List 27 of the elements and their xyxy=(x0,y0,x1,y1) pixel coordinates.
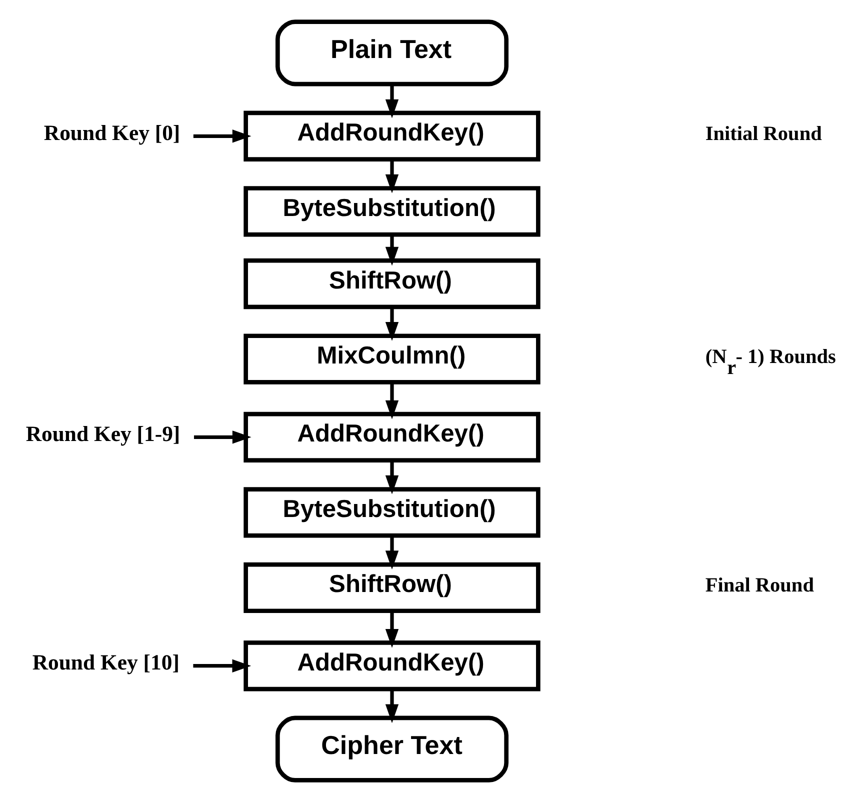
node-text: Round Key [1-9] xyxy=(26,422,180,446)
arrow xyxy=(385,159,399,194)
node-text: Round Key [0] xyxy=(44,120,180,145)
node-box: ShiftRow() xyxy=(244,562,540,614)
node-box: ShiftRow() xyxy=(244,258,540,310)
node-box: MixCoulmn() xyxy=(244,334,540,384)
node-box: Plain Text xyxy=(276,20,509,86)
node-box: ByteSubstitution() xyxy=(244,186,540,237)
arrow xyxy=(385,689,399,724)
arrow xyxy=(193,130,252,143)
node-text: Round Key [10] xyxy=(32,650,180,674)
node-box: ByteSubstitution() xyxy=(244,487,540,538)
arrow xyxy=(385,306,399,341)
arrow xyxy=(194,430,252,444)
node-box: AddRoundKey() xyxy=(244,110,540,162)
node-box: AddRoundKey() xyxy=(244,412,540,462)
label: Final Round xyxy=(705,574,814,597)
arrow xyxy=(385,536,399,570)
arrow xyxy=(385,460,399,494)
node-box: AddRoundKey() xyxy=(244,640,540,692)
arrow xyxy=(193,659,252,672)
node-box: Cipher Text xyxy=(276,716,509,782)
arrow xyxy=(385,382,399,420)
arrow xyxy=(385,610,399,648)
arrow xyxy=(385,84,399,118)
arrow xyxy=(385,234,399,266)
label: Initial Round xyxy=(705,123,822,146)
